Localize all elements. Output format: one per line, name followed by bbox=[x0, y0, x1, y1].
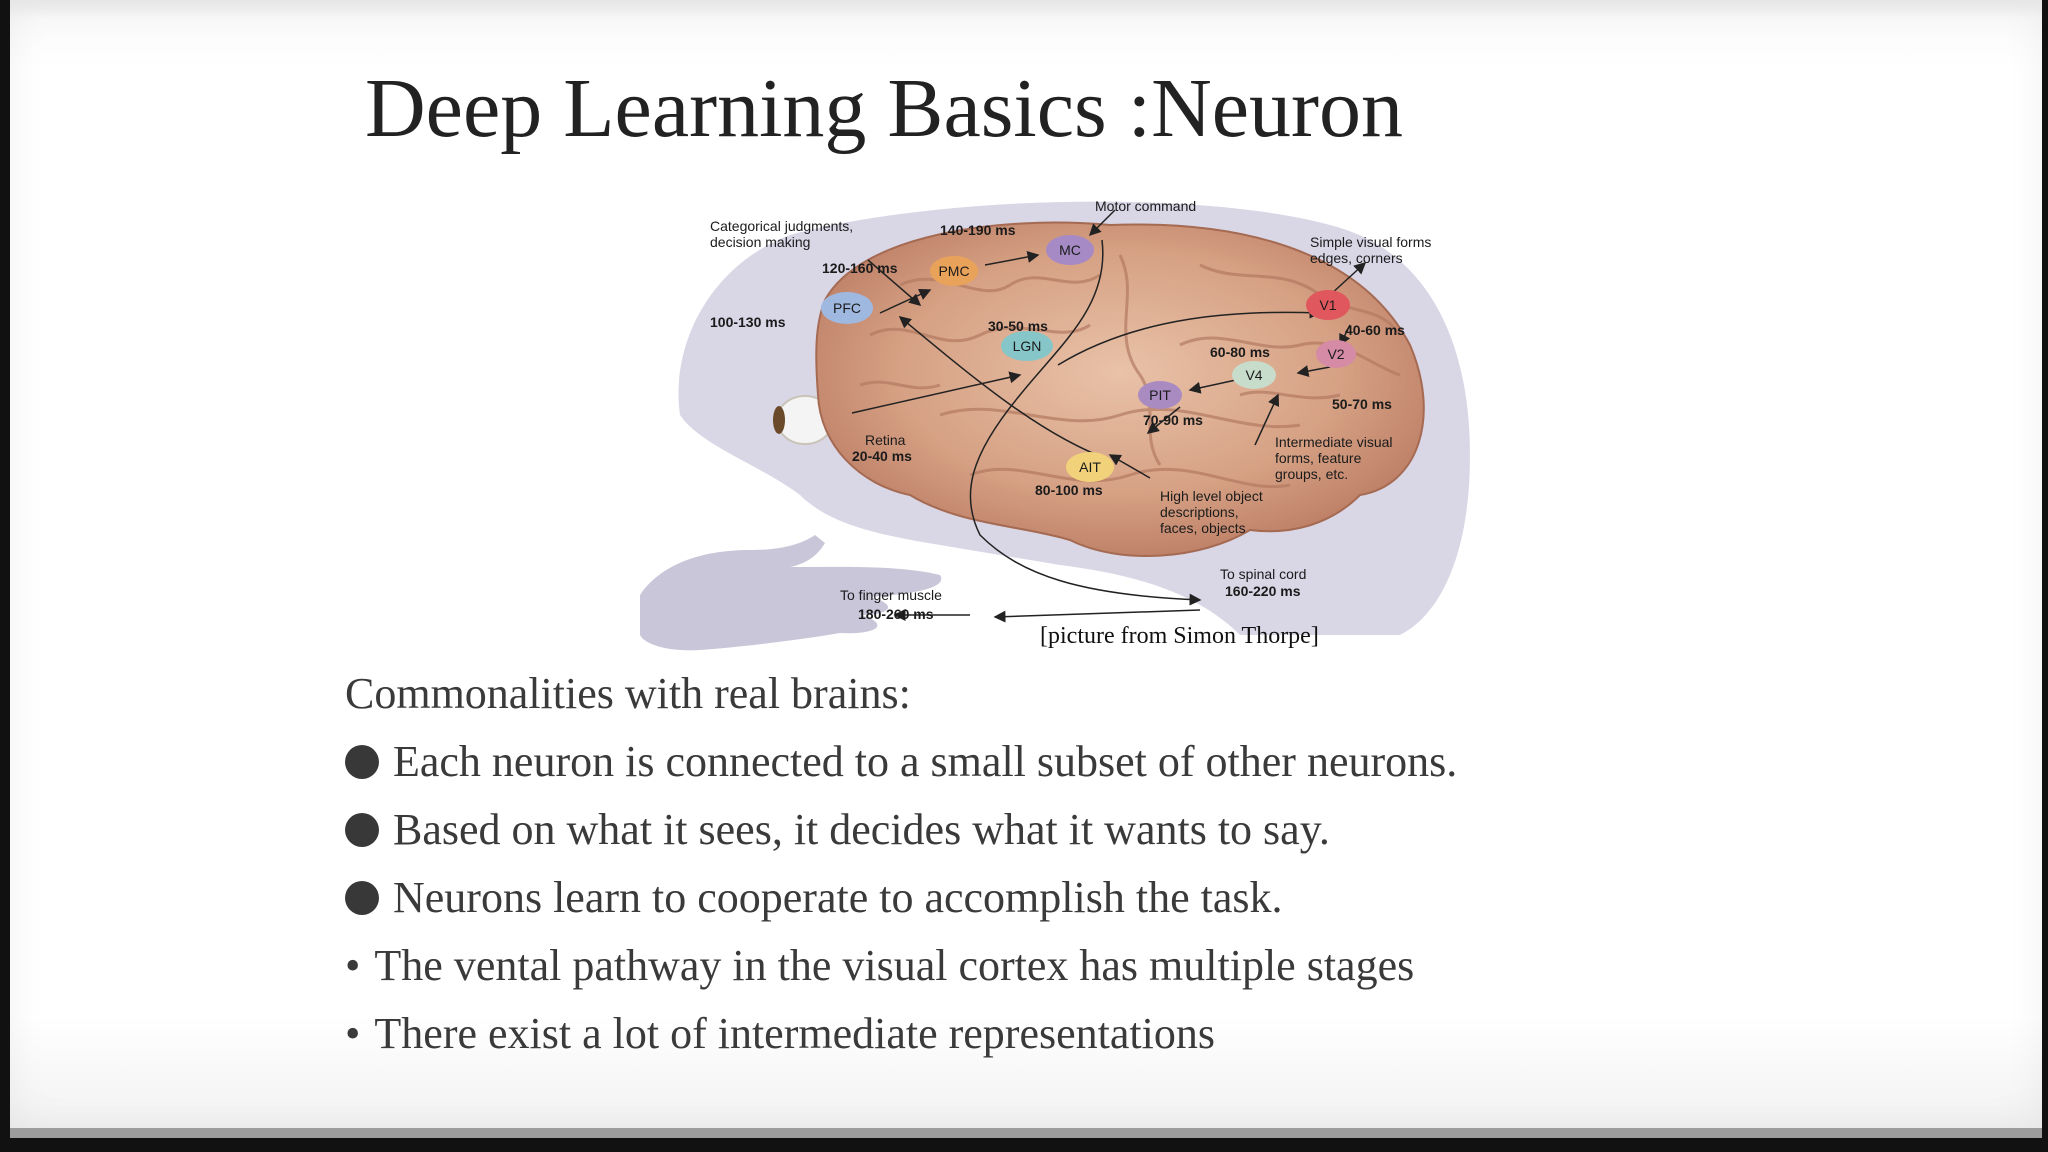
figure-annotations: Motor command Categorical judgments, dec… bbox=[710, 198, 1431, 649]
bullet-dot-icon bbox=[345, 745, 379, 779]
label-categorical-2: decision making bbox=[710, 234, 810, 250]
node-pmc-shape bbox=[930, 256, 978, 286]
node-lgn: LGN bbox=[1001, 331, 1053, 361]
node-v4: V4 bbox=[1232, 361, 1276, 389]
label-high-level-3: faces, objects bbox=[1160, 520, 1246, 536]
label-finger-2: 180-260 ms bbox=[858, 606, 934, 622]
label-high-level-1: High level object bbox=[1160, 488, 1263, 504]
label-categorical-1: Categorical judgments, bbox=[710, 218, 853, 234]
sub-bullet-text: There exist a lot of intermediate repres… bbox=[374, 1009, 1215, 1058]
node-ait-label: AIT bbox=[1079, 459, 1101, 475]
node-lgn-label: LGN bbox=[1013, 338, 1042, 354]
label-time-pfc: 100-130 ms bbox=[710, 314, 786, 330]
label-spinal-2: 160-220 ms bbox=[1225, 583, 1301, 599]
node-v1-shape bbox=[1306, 290, 1350, 320]
label-simple-visual-2: edges, corners bbox=[1310, 250, 1403, 266]
brain-figure: MC PMC PFC LGN V1 V2 bbox=[640, 195, 1480, 655]
node-v2-label: V2 bbox=[1327, 346, 1344, 362]
bullet-dot-icon bbox=[345, 881, 379, 915]
label-retina: Retina bbox=[865, 432, 906, 448]
brain-folds bbox=[859, 254, 1402, 489]
small-bullet-icon: • bbox=[345, 1009, 361, 1058]
label-high-level-2: descriptions, bbox=[1160, 504, 1239, 520]
bullet-text: Each neuron is connected to a small subs… bbox=[393, 737, 1458, 786]
intro-line: Commonalities with real brains: bbox=[345, 669, 911, 718]
label-spinal-1: To spinal cord bbox=[1220, 566, 1306, 582]
node-v2: V2 bbox=[1316, 340, 1356, 368]
label-intermediate-2: forms, feature bbox=[1275, 450, 1362, 466]
slide-title: Deep Learning Basics :Neuron bbox=[365, 62, 1403, 155]
node-v2-shape bbox=[1316, 340, 1356, 368]
label-time-mc: 140-190 ms bbox=[940, 222, 1016, 238]
slide-body: Commonalities with real brains: Each neu… bbox=[345, 660, 1745, 1068]
node-mc: MC bbox=[1046, 235, 1094, 265]
node-pmc: PMC bbox=[930, 256, 978, 286]
node-pit: PIT bbox=[1138, 381, 1182, 409]
node-ait: AIT bbox=[1066, 452, 1114, 482]
sub-bullet-item: • There exist a lot of intermediate repre… bbox=[345, 1000, 1745, 1068]
bullet-item: Each neuron is connected to a small subs… bbox=[345, 728, 1745, 796]
node-pfc-shape bbox=[821, 292, 873, 324]
bullet-item: Neurons learn to cooperate to accomplish… bbox=[345, 864, 1745, 932]
node-mc-label: MC bbox=[1059, 242, 1081, 258]
label-time-pmc: 120-160 ms bbox=[822, 260, 898, 276]
node-pfc: PFC bbox=[821, 292, 873, 324]
node-pmc-label: PMC bbox=[938, 263, 969, 279]
slide: Deep Learning Basics :Neuron bbox=[10, 0, 2042, 1138]
label-intermediate-3: groups, etc. bbox=[1275, 466, 1348, 482]
label-time-v2: 50-70 ms bbox=[1332, 396, 1392, 412]
bullet-text: Based on what it sees, it decides what i… bbox=[393, 805, 1330, 854]
node-pit-shape bbox=[1138, 381, 1182, 409]
node-mc-shape bbox=[1046, 235, 1094, 265]
bullet-text: Neurons learn to cooperate to accomplish… bbox=[393, 873, 1283, 922]
node-pfc-label: PFC bbox=[833, 300, 861, 316]
bullet-item: Based on what it sees, it decides what i… bbox=[345, 796, 1745, 864]
brain bbox=[815, 221, 1425, 558]
eye-iris bbox=[773, 406, 785, 434]
node-v4-label: V4 bbox=[1245, 367, 1262, 383]
bullet-dot-icon bbox=[345, 813, 379, 847]
label-time-pit: 70-90 ms bbox=[1143, 412, 1203, 428]
node-v4-shape bbox=[1232, 361, 1276, 389]
node-ait-shape bbox=[1066, 452, 1114, 482]
label-time-v1: 40-60 ms bbox=[1345, 322, 1405, 338]
node-v1: V1 bbox=[1306, 290, 1350, 320]
brain-diagram: MC PMC PFC LGN V1 V2 bbox=[640, 198, 1470, 651]
label-time-lgn: 30-50 ms bbox=[988, 318, 1048, 334]
label-retina-time: 20-40 ms bbox=[852, 448, 912, 464]
node-lgn-shape bbox=[1001, 331, 1053, 361]
label-finger-1: To finger muscle bbox=[840, 587, 942, 603]
label-intermediate-1: Intermediate visual bbox=[1275, 434, 1393, 450]
label-time-ait: 80-100 ms bbox=[1035, 482, 1103, 498]
hand-silhouette bbox=[640, 535, 942, 651]
label-motor-command: Motor command bbox=[1095, 198, 1196, 214]
label-simple-visual-1: Simple visual forms bbox=[1310, 234, 1431, 250]
node-pit-label: PIT bbox=[1149, 387, 1171, 403]
sub-bullet-text: The vental pathway in the visual cortex … bbox=[374, 941, 1415, 990]
pathway-arrows bbox=[851, 209, 1367, 623]
sub-bullet-item: • The vental pathway in the visual cortex… bbox=[345, 932, 1745, 1000]
figure-credit: [picture from Simon Thorpe] bbox=[1040, 623, 1319, 649]
label-time-v4: 60-80 ms bbox=[1210, 344, 1270, 360]
small-bullet-icon: • bbox=[345, 941, 361, 990]
node-v1-label: V1 bbox=[1319, 297, 1336, 313]
